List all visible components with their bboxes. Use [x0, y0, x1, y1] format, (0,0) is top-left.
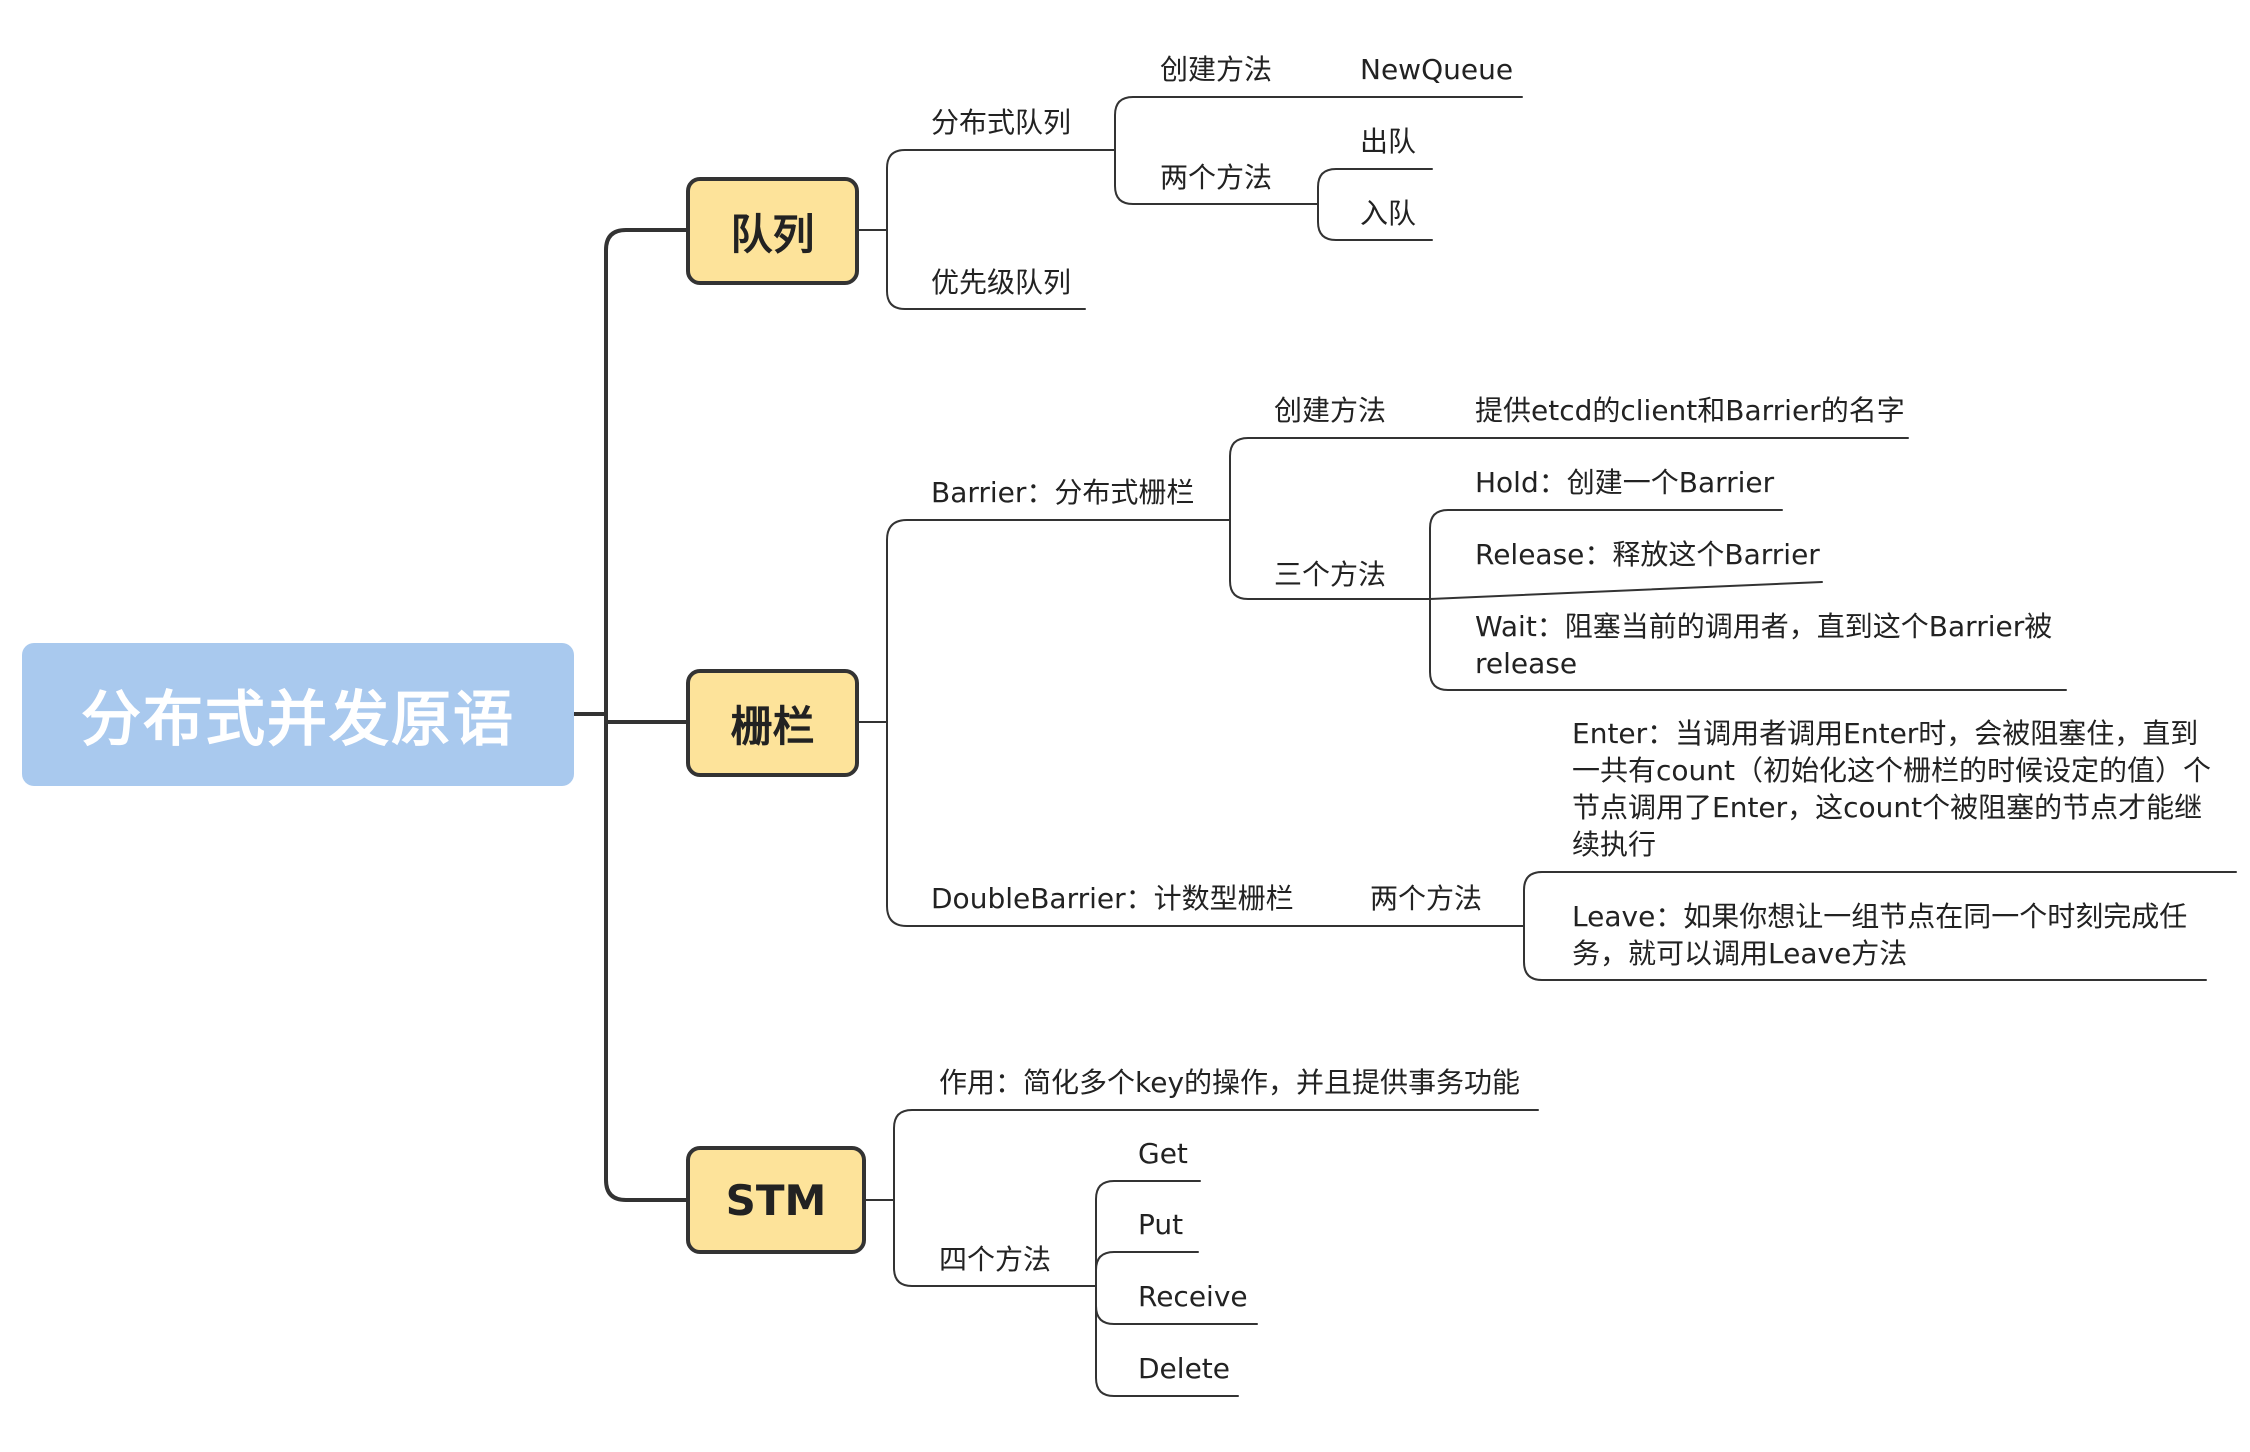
topic-stm-put[interactable]: Put [1138, 1208, 1184, 1241]
topic-barrier-release[interactable]: Release：释放这个Barrier [1475, 538, 1820, 571]
root-topic[interactable]: 分布式并发原语 [22, 643, 574, 786]
topic-distributed-queue[interactable]: 分布式队列 [931, 106, 1072, 139]
topic-double-barrier-two-methods[interactable]: 两个方法 [1370, 882, 1483, 915]
topic-double-barrier-enter[interactable]: Enter：当调用者调用Enter时，会被阻塞住，直到一共有count（初始化这… [1572, 717, 2211, 861]
topic-queue-two-methods[interactable]: 两个方法 [1160, 161, 1273, 194]
topic-stm[interactable]: STM [686, 1146, 866, 1254]
topic-dequeue[interactable]: 出队 [1360, 125, 1417, 158]
topic-priority-queue[interactable]: 优先级队列 [931, 266, 1072, 299]
topic-queue-create-method[interactable]: 创建方法 [1160, 53, 1273, 86]
topic-barrier[interactable]: 栅栏 [686, 669, 859, 777]
topic-stm-get[interactable]: Get [1138, 1137, 1188, 1170]
topic-barrier-three-methods[interactable]: 三个方法 [1274, 558, 1387, 591]
topic-double-barrier[interactable]: DoubleBarrier：计数型栅栏 [931, 882, 1294, 915]
topic-enqueue[interactable]: 入队 [1360, 197, 1417, 230]
connector-trunk [604, 228, 692, 252]
topic-stm-receive[interactable]: Receive [1138, 1280, 1248, 1313]
topic-stm-purpose[interactable]: 作用：简化多个key的操作，并且提供事务功能 [939, 1066, 1521, 1099]
topic-newqueue[interactable]: NewQueue [1360, 53, 1514, 86]
topic-barrier-hold[interactable]: Hold：创建一个Barrier [1475, 466, 1775, 499]
topic-distributed-barrier[interactable]: Barrier：分布式栅栏 [931, 476, 1195, 509]
topic-barrier-create-args[interactable]: 提供etcd的client和Barrier的名字 [1475, 394, 1905, 427]
topic-stm-delete[interactable]: Delete [1138, 1352, 1230, 1385]
topic-stm-four-methods[interactable]: 四个方法 [939, 1243, 1052, 1276]
topic-barrier-create-method[interactable]: 创建方法 [1274, 394, 1387, 427]
topic-double-barrier-leave[interactable]: Leave：如果你想让一组节点在同一个时刻完成任务，就可以调用Leave方法 [1572, 900, 2188, 970]
topic-queue[interactable]: 队列 [686, 177, 859, 285]
topic-barrier-wait[interactable]: Wait：阻塞当前的调用者，直到这个Barrier被release [1475, 610, 2053, 680]
